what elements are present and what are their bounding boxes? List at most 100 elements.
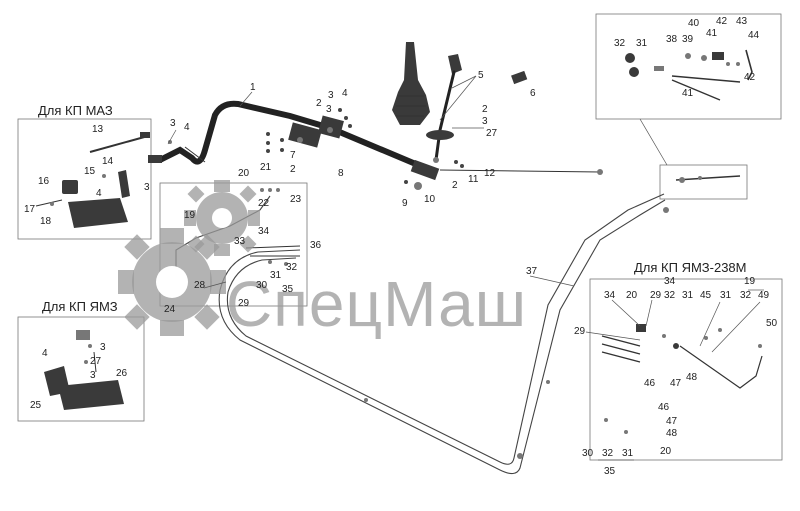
callout: 2 [316,98,322,109]
callout: 3 [100,342,106,353]
callout: 34 [664,276,676,287]
callout: 48 [686,372,698,383]
callout: 47 [666,416,678,427]
callout: 22 [258,198,270,209]
callout: 46 [658,402,670,413]
yamz-parts [44,330,124,410]
callout: 36 [310,240,322,251]
callout: 20 [238,168,250,179]
callout: 19 [744,276,756,287]
callout: 18 [40,216,52,227]
callout: 4 [96,188,102,199]
callout: 2 [290,164,296,175]
callout: 19 [184,210,196,221]
plate-6 [511,70,528,85]
callout: 34 [604,290,616,301]
inset-title-yamz238: Для КП ЯМЗ-238М [634,260,747,275]
shift-rod-assembly [157,100,603,190]
callout: 31 [270,270,282,281]
callout: 15 [84,166,96,177]
callout: 12 [484,168,496,179]
callout: 42 [716,16,728,27]
callout: 29 [574,326,586,337]
callout: 3 [328,90,334,101]
inset-title-yamz: Для КП ЯМЗ [42,299,118,314]
callout: 49 [758,290,770,301]
inset-frame-yamz [17,316,145,422]
top-right-parts [625,49,753,101]
callout: 50 [766,318,778,329]
yamz238-parts [601,324,763,434]
callout: 31 [636,38,648,49]
callout: 24 [164,304,176,315]
callout: 42 [744,72,756,83]
callout: 41 [706,28,718,39]
callout: 35 [282,284,294,295]
callout: 39 [682,34,694,45]
callout: 32 [614,38,626,49]
callout: 28 [194,280,206,291]
callout: 10 [424,194,436,205]
callout: 37 [526,266,538,277]
leader-frame-link [639,118,668,166]
inset-title-maz: Для КП МАЗ [38,103,113,118]
callout: 4 [184,122,190,133]
callout: 38 [666,34,678,45]
callout: 26 [116,368,128,379]
callout: 41 [682,88,694,99]
callout: 35 [604,466,616,477]
callout: 29 [238,298,250,309]
callout: 23 [290,194,302,205]
callout: 31 [720,290,732,301]
callout: 8 [338,168,344,179]
callout: 1 [250,82,256,93]
callout: 20 [660,446,672,457]
callout: 44 [748,30,760,41]
callout: 43 [736,16,748,27]
callout: 13 [92,124,104,135]
callout: 3 [326,104,332,115]
callout: 14 [102,156,114,167]
callout: 3 [90,370,96,381]
callout: 4 [342,88,348,99]
callout: 33 [234,236,246,247]
callout: 34 [258,226,270,237]
maz-parts [35,132,172,228]
callout: 45 [700,290,712,301]
callout: 47 [670,378,682,389]
callout: 5 [478,70,484,81]
fasteners-main [266,108,464,184]
callout: 7 [290,150,296,161]
inset-frame-top-right [595,13,782,120]
hydraulic-pipe-loop [218,193,669,475]
callout: 20 [626,290,638,301]
callout: 3 [170,118,176,129]
callout: 21 [260,162,272,173]
callout: 46 [644,378,656,389]
callout: 32 [664,290,676,301]
callout: 9 [402,198,408,209]
callout: 16 [38,176,50,187]
inset-frame-maz [17,118,152,240]
watermark-text: СпецМаш [226,268,527,340]
small-right-parts [675,175,741,183]
callout: 3 [482,116,488,127]
leader-lines [167,75,764,353]
gear-lever [392,42,462,163]
callout: 48 [666,428,678,439]
callout: 32 [602,448,614,459]
callout: 27 [90,356,102,367]
inset-frame-small-right [659,164,748,200]
callout: 25 [30,400,42,411]
callout: 2 [482,104,488,115]
callout-labels: 1 3 4 3 4 2 3 2 7 8 5 6 2 3 27 2 11 12 9… [24,16,778,477]
callout: 11 [468,174,479,185]
watermark-logo: СпецМаш [118,180,527,340]
callout: 29 [650,290,662,301]
callout: 3 [144,182,150,193]
inset-frame-yamz238 [589,278,783,461]
callout: 30 [582,448,594,459]
callout: 32 [740,290,752,301]
callout: 32 [286,262,298,273]
